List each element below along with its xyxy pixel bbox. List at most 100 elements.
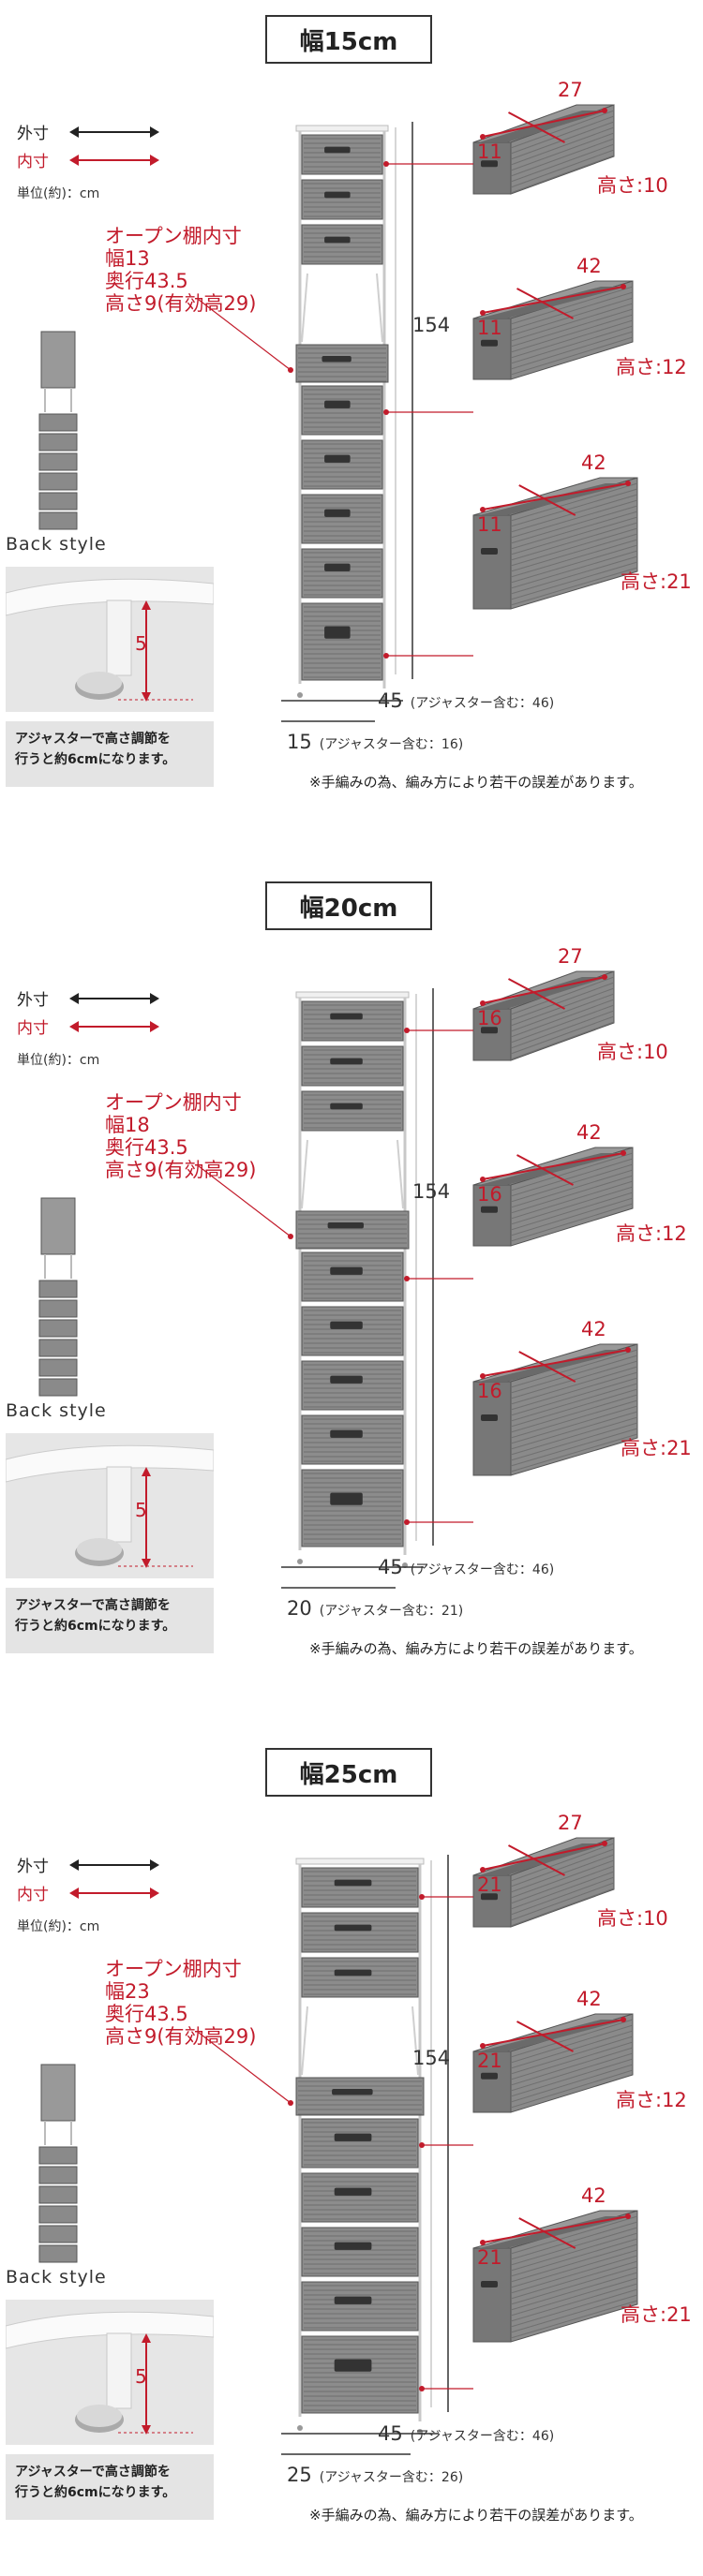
basket-dimension-illustration — [472, 280, 634, 380]
adjuster-illustration — [6, 2311, 214, 2435]
depth-label: 45(アジャスター含む：46) — [378, 689, 555, 712]
adjuster-note-line2: 行うと約6cmになります。 — [15, 752, 176, 767]
drawer-basket — [301, 1469, 404, 1547]
open-shelf-width: 幅13 — [105, 247, 150, 270]
back-style-label: Back style — [6, 534, 107, 555]
drawer-basket — [301, 1045, 404, 1087]
drawer-basket — [301, 134, 383, 175]
basket-top-width: 11 — [477, 141, 502, 163]
legend-inner-label: 内寸 — [17, 1886, 49, 1904]
drawer-basket — [301, 1912, 419, 1953]
back-style-image — [38, 2064, 78, 2263]
back-style-label: Back style — [6, 1400, 107, 1421]
legend-inner: 内寸 — [17, 1014, 159, 1038]
open-shelf-depth: 奥行43.5 — [105, 2003, 188, 2025]
double-arrow-icon — [69, 1858, 159, 1871]
adjuster-note: アジャスターで高さ調節を 行うと約6cmになります。 — [6, 721, 214, 787]
rack-and-baskets-illustration — [198, 1837, 638, 2455]
adjuster-note-line1: アジャスターで高さ調節を — [15, 1598, 171, 1613]
open-shelf-width: 幅18 — [105, 1114, 150, 1136]
drawer-basket — [301, 1306, 404, 1356]
product-size-section: 幅20cm 外寸 内寸 単位(約)：cm オープン棚内寸 幅18 奥行43.5 … — [0, 866, 703, 1710]
drawer-basket — [301, 439, 383, 490]
drawer-basket — [301, 1360, 404, 1411]
rack-and-baskets-illustration — [198, 970, 638, 1589]
adjuster-illustration — [6, 1444, 214, 1568]
legend-inner-label: 内寸 — [17, 153, 49, 171]
basket-bottom-height: 高さ:21 — [621, 570, 692, 593]
back-style-image — [38, 1197, 78, 1397]
basket-dimension-illustration — [472, 1343, 638, 1476]
drawer-basket — [301, 1000, 404, 1042]
section-title: 幅20cm — [265, 881, 432, 930]
basket-middle-length: 42 — [576, 255, 602, 277]
depth-label: 45(アジャスター含む：46) — [378, 1556, 555, 1578]
drawer-basket — [301, 1867, 419, 1908]
basket-top-length: 27 — [558, 79, 583, 101]
legend-outer-label: 外寸 — [17, 1858, 49, 1876]
drawer-basket — [301, 1251, 404, 1302]
basket-top-length: 27 — [558, 945, 583, 968]
total-height-label: 154 — [412, 314, 451, 336]
open-shelf-note: オープン棚内寸 幅18 奥行43.5 高さ9(有効高29) — [105, 1091, 256, 1181]
drawer-basket — [295, 344, 389, 383]
depth-label: 45(アジャスター含む：46) — [378, 2422, 555, 2445]
section-title: 幅15cm — [265, 15, 432, 64]
basket-bottom-width: 16 — [477, 1380, 502, 1402]
basket-dimension-illustration — [472, 2013, 634, 2113]
storage-rack — [295, 991, 417, 1568]
storage-rack — [295, 1858, 432, 2435]
width-label: 25(アジャスター含む：26) — [287, 2464, 464, 2486]
legend-inner: 内寸 — [17, 148, 159, 171]
double-arrow-icon — [69, 154, 159, 166]
adjuster-note: アジャスターで高さ調節を 行うと約6cmになります。 — [6, 1588, 214, 1653]
drawer-basket — [295, 2077, 425, 2116]
basket-middle-width: 16 — [477, 1183, 502, 1206]
basket-dimension-illustration — [472, 1147, 634, 1247]
adjuster-note-line2: 行うと約6cmになります。 — [15, 2485, 176, 2500]
width-label: 15(アジャスター含む：16) — [287, 731, 464, 753]
basket-middle-length: 42 — [576, 1121, 602, 1144]
open-shelf-title: オープン棚内寸 — [105, 225, 242, 247]
adjuster-note-line1: アジャスターで高さ調節を — [15, 732, 171, 747]
rack-and-baskets-illustration — [198, 104, 638, 722]
open-shelf-title: オープン棚内寸 — [105, 1091, 242, 1114]
open-shelf-depth: 奥行43.5 — [105, 270, 188, 292]
double-arrow-icon — [69, 126, 159, 138]
double-arrow-icon — [69, 1020, 159, 1032]
basket-top-length: 27 — [558, 1812, 583, 1834]
drawer-basket — [301, 2281, 419, 2332]
basket-bottom-length: 42 — [581, 2184, 606, 2207]
drawer-basket — [301, 179, 383, 220]
basket-dimension-illustration — [472, 1837, 615, 1928]
basket-dimension-illustration — [472, 104, 615, 195]
adjuster-closeup-image: 5 — [6, 1433, 214, 1578]
drawer-basket — [295, 1210, 410, 1250]
basket-top-width: 16 — [477, 1007, 502, 1029]
drawer-basket — [301, 2335, 419, 2414]
open-shelf-note: オープン棚内寸 幅23 奥行43.5 高さ9(有効高29) — [105, 1958, 256, 2048]
unit-label: 単位(約)：cm — [17, 186, 100, 201]
drawer-basket — [301, 1414, 404, 1465]
basket-bottom-height: 高さ:21 — [621, 1437, 692, 1459]
basket-top-height: 高さ:10 — [597, 174, 668, 198]
basket-middle-length: 42 — [576, 1988, 602, 2010]
legend-inner: 内寸 — [17, 1881, 159, 1904]
width-label: 20(アジャスター含む：21) — [287, 1597, 464, 1620]
basket-top-height: 高さ:10 — [597, 1907, 668, 1931]
legend-outer-label: 外寸 — [17, 125, 49, 143]
handmade-footnote: ※手編みの為、編み方により若干の誤差があります。 — [309, 2507, 643, 2524]
legend-outer: 外寸 — [17, 1853, 159, 1876]
basket-bottom-length: 42 — [581, 452, 606, 474]
open-shelf-width: 幅23 — [105, 1980, 150, 2003]
basket-bottom-width: 21 — [477, 2246, 502, 2269]
open-shelf-height: 高さ9(有効高29) — [105, 1159, 257, 1181]
legend-outer: 外寸 — [17, 986, 159, 1010]
basket-bottom-width: 11 — [477, 513, 502, 536]
double-arrow-icon — [69, 1887, 159, 1899]
basket-middle-height: 高さ:12 — [616, 1221, 687, 1245]
back-style-label: Back style — [6, 2267, 107, 2287]
legend-inner-label: 内寸 — [17, 1019, 49, 1038]
open-shelf-depth: 奥行43.5 — [105, 1136, 188, 1159]
drawer-basket — [301, 494, 383, 544]
